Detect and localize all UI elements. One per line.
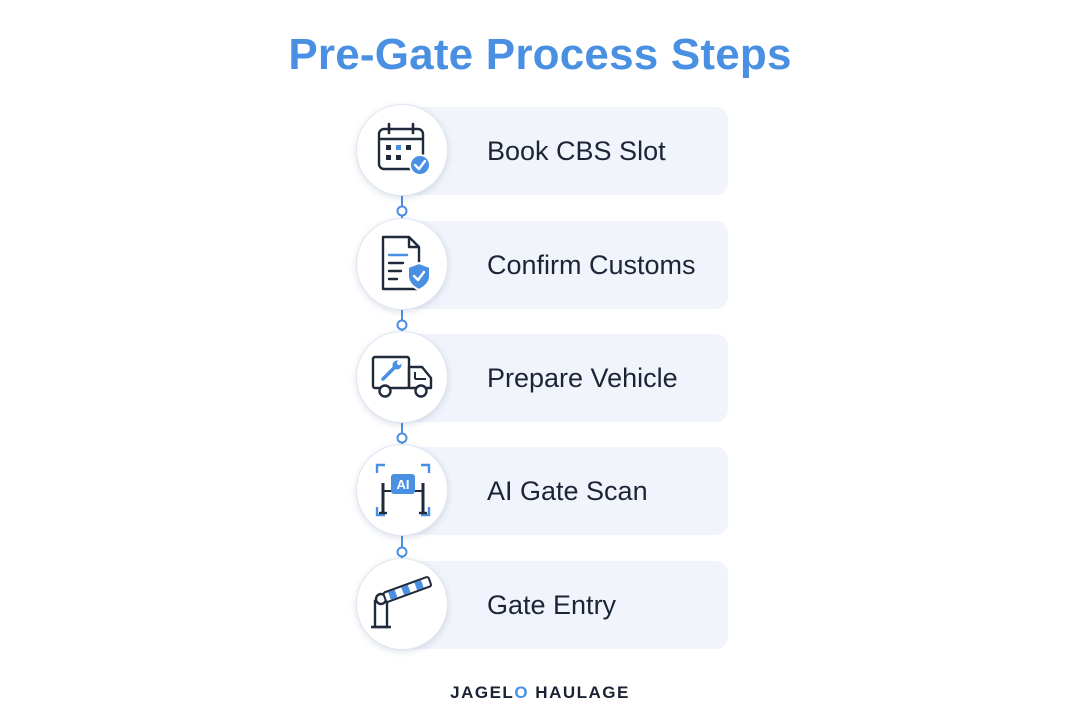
- ai-badge: AI: [397, 477, 410, 492]
- step-gate-entry: Gate Entry: [356, 558, 728, 650]
- step-label: AI Gate Scan: [487, 476, 648, 506]
- step-card: [402, 107, 728, 195]
- brand-logo: JAGELO HAULAGE: [0, 683, 1080, 703]
- brand-text-part2: HAULAGE: [529, 683, 630, 702]
- step-ai-gate-scan: AI AI Gate Scan: [356, 444, 728, 536]
- step-confirm-customs: Confirm Customs: [356, 218, 728, 310]
- truck-wrench-icon: [356, 331, 448, 423]
- calendar-check-icon: [356, 104, 448, 196]
- boom-barrier-icon: [356, 558, 448, 650]
- ai-gate-scan-icon: AI: [356, 444, 448, 536]
- step-card: [402, 447, 728, 535]
- step-card: [402, 561, 728, 649]
- step-prepare-vehicle: Prepare Vehicle: [356, 331, 728, 423]
- step-label: Book CBS Slot: [487, 136, 666, 166]
- step-label: Gate Entry: [487, 590, 617, 620]
- step-label: Confirm Customs: [487, 250, 696, 280]
- step-label: Prepare Vehicle: [487, 363, 678, 393]
- brand-text-part1: JAGEL: [450, 683, 515, 702]
- document-shield-icon: [356, 218, 448, 310]
- step-book-cbs-slot: Book CBS Slot: [356, 104, 728, 196]
- page-title: Pre-Gate Process Steps: [288, 30, 792, 79]
- step-card: [402, 334, 728, 422]
- step-card: [402, 221, 728, 309]
- brand-text-accent: O: [514, 683, 530, 702]
